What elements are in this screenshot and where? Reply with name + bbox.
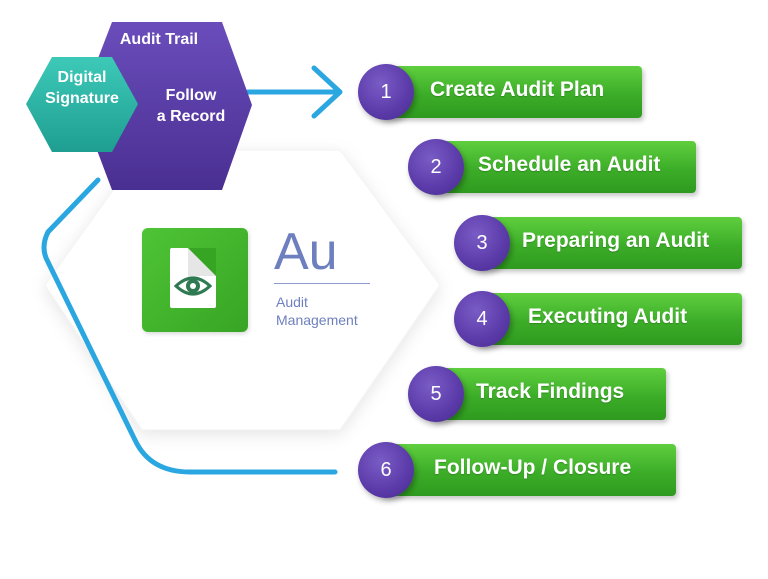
step-4-bar — [476, 293, 742, 345]
step-2-number: 2 — [408, 139, 464, 195]
step-6-number: 6 — [358, 442, 414, 498]
audit-management-logo — [142, 228, 248, 332]
step-5-label: Track Findings — [476, 380, 625, 403]
audit-trail-hexagon — [80, 22, 252, 190]
app-name: Audit Management — [276, 293, 358, 329]
step-4-number: 4 — [454, 291, 510, 347]
step-3-bar — [476, 217, 742, 269]
audit-trail-label: Audit Trail — [119, 31, 199, 48]
eye-icon — [173, 276, 213, 296]
step-6-label: Follow-Up / Closure — [434, 456, 632, 479]
step-4-label: Executing Audit — [528, 305, 688, 328]
step-5-number: 5 — [408, 366, 464, 422]
digital-signature-label: Digital Signature — [36, 68, 128, 110]
document-eye-icon — [170, 248, 216, 308]
step-1-label: Create Audit Plan — [430, 78, 605, 101]
step-2-label: Schedule an Audit — [478, 153, 661, 176]
step-1-number: 1 — [358, 64, 414, 120]
digital-signature-line2: Signature — [45, 89, 119, 107]
app-divider — [274, 283, 370, 284]
step-1-bar — [380, 66, 642, 118]
app-name-line2: Management — [276, 312, 358, 328]
step-5-bar — [430, 368, 666, 420]
app-abbreviation: Au — [274, 223, 338, 281]
app-name-line1: Audit — [276, 294, 308, 310]
follow-record-line1: Follow — [165, 87, 217, 104]
step-3-number: 3 — [454, 215, 510, 271]
digital-signature-hexagon — [26, 57, 138, 152]
step-6-bar — [380, 444, 676, 496]
loop-connector-line — [41, 177, 338, 475]
document-fold-corner — [188, 248, 216, 276]
follow-record-line2: a Record — [156, 107, 226, 125]
step-2-bar — [430, 141, 696, 193]
arrow-head-icon — [311, 65, 343, 119]
digital-signature-line1: Digital — [57, 69, 107, 86]
step-3-label: Preparing an Audit — [522, 229, 710, 252]
follow-record-label: Follow a Record — [152, 86, 230, 128]
